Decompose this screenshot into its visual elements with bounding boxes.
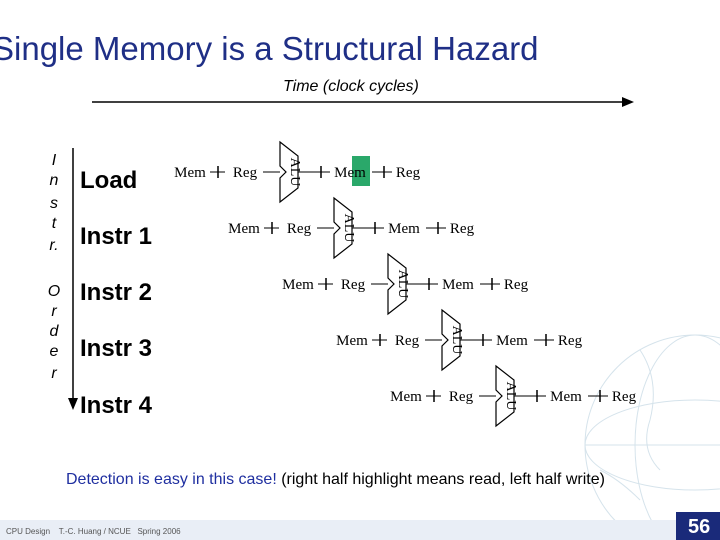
time-axis-label: Time (clock cycles) <box>283 78 419 95</box>
instruction-label: Instr 4 <box>80 392 153 419</box>
register-write: Reg <box>450 221 475 237</box>
instruction-label: Load <box>80 167 138 194</box>
alu-unit <box>387 252 407 316</box>
alu-unit <box>441 308 461 372</box>
order-letter: t <box>51 215 57 232</box>
data-memory: Mem <box>334 165 366 181</box>
page-number: 56 <box>688 516 711 538</box>
data-memory: Mem <box>388 221 420 237</box>
order-letter: r <box>51 303 57 320</box>
register-read: Reg <box>287 221 312 237</box>
instruction-label: Instr 1 <box>80 223 153 250</box>
pipeline-row: Mem Reg ALU Mem Reg <box>390 364 637 428</box>
instruction-memory: Mem <box>228 221 260 237</box>
alu-unit <box>333 196 353 260</box>
pipeline-row: Mem Reg ALU Mem Reg <box>228 196 475 260</box>
data-memory: Mem <box>496 333 528 349</box>
alu-label: ALU <box>287 158 302 187</box>
alu-unit <box>279 140 299 204</box>
register-read: Reg <box>449 389 474 405</box>
alu-label: ALU <box>341 214 356 243</box>
time-axis-arrowhead <box>622 97 634 107</box>
order-letter: e <box>49 343 59 360</box>
alu-label: ALU <box>503 382 518 411</box>
instruction-label: Instr 2 <box>80 279 153 306</box>
caption-emphasis: Detection is easy in this case! <box>66 471 277 488</box>
page-number-box <box>676 512 720 540</box>
instruction-memory: Mem <box>390 389 422 405</box>
data-memory: Mem <box>550 389 582 405</box>
order-letter: r. <box>49 237 59 254</box>
instruction-label: Instr 3 <box>80 335 153 362</box>
pipeline-row: Mem Reg ALU Mem Reg <box>174 140 421 204</box>
globe-decoration <box>584 334 720 540</box>
order-letter: O <box>47 283 61 300</box>
slide-title: Single Memory is a Structural Hazard <box>0 30 539 67</box>
instruction-memory: Mem <box>336 333 368 349</box>
order-letter: n <box>49 172 59 189</box>
order-letter: d <box>49 323 59 340</box>
register-write: Reg <box>612 389 637 405</box>
register-read: Reg <box>395 333 420 349</box>
register-read: Reg <box>233 165 258 181</box>
order-letter: r <box>51 365 57 382</box>
pipeline-row: Mem Reg ALU Mem Reg <box>336 308 583 372</box>
footer-bar <box>0 520 720 540</box>
data-memory: Mem <box>442 277 474 293</box>
pipeline-row: Mem Reg ALU Mem Reg <box>282 252 529 316</box>
register-write: Reg <box>504 277 529 293</box>
caption: Detection is easy in this case! (right h… <box>66 471 605 489</box>
register-read: Reg <box>341 277 366 293</box>
order-letter: I <box>51 152 57 169</box>
alu-label: ALU <box>449 326 464 355</box>
instruction-memory: Mem <box>174 165 206 181</box>
alu-unit <box>495 364 515 428</box>
alu-label: ALU <box>395 270 410 299</box>
order-axis-arrowhead <box>68 398 78 410</box>
caption-detail: (right half highlight means read, left h… <box>276 471 605 488</box>
data-memory-read-highlight <box>352 156 370 186</box>
instruction-memory: Mem <box>282 277 314 293</box>
footer-text: CPU Design T.-C. Huang / NCUE Spring 200… <box>6 527 181 536</box>
register-write: Reg <box>558 333 583 349</box>
register-write: Reg <box>396 165 421 181</box>
order-letter: s <box>50 195 58 212</box>
